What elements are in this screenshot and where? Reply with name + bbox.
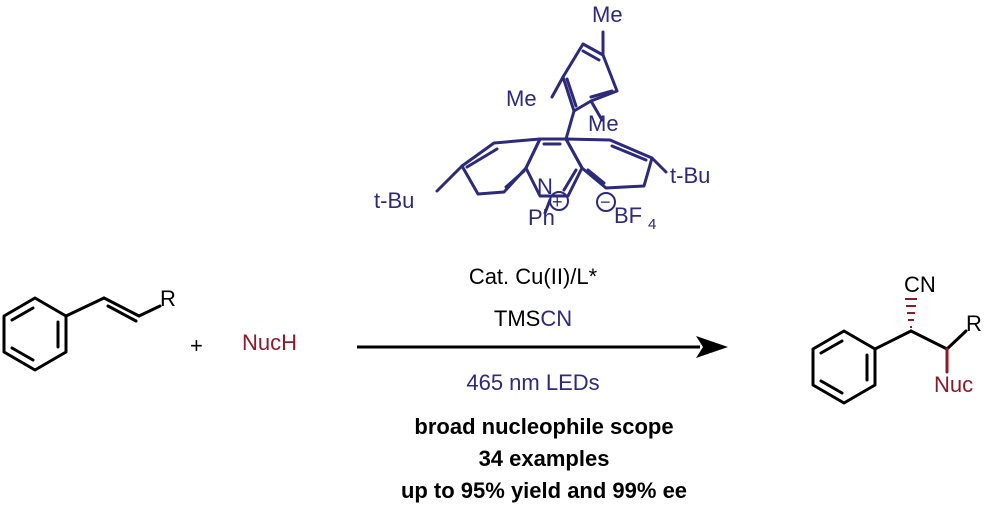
reaction-arrow-head <box>696 336 728 358</box>
phenyl-label: Ph <box>528 205 555 230</box>
negative-charge-label: − <box>600 192 611 212</box>
acridine-core <box>435 137 668 215</box>
positive-charge-label: + <box>552 192 563 212</box>
mesityl-ring <box>550 30 619 122</box>
methyl-left-label: Me <box>506 86 537 111</box>
acridinium-catalyst: Me Me Me t-Bu t-Bu N + Ph − BF 4 <box>374 2 710 233</box>
condition-reagent: TMSCN <box>494 306 572 331</box>
methyl-right-label: Me <box>588 111 619 136</box>
tbu-left-label: t-Bu <box>374 188 414 213</box>
product-cn-label: CN <box>904 272 936 297</box>
alkene-reactant: R <box>2 286 176 372</box>
product: CN R Nuc <box>811 272 982 405</box>
reactant-r-label: R <box>160 286 176 311</box>
positive-charge-circle <box>549 191 569 211</box>
summary-examples: 34 examples <box>479 446 610 471</box>
tms-text: TMS <box>494 306 540 331</box>
condition-catalyst: Cat. Cu(II)/L* <box>469 264 598 289</box>
methyl-top-label: Me <box>592 2 623 27</box>
bf4-subscript: 4 <box>648 216 656 233</box>
summary-yield: up to 95% yield and 99% ee <box>401 478 687 503</box>
tbu-right-label: t-Bu <box>670 163 710 188</box>
product-nuc-label: Nuc <box>934 372 973 397</box>
nitrogen-label: N <box>537 174 553 199</box>
bf4-label: BF <box>614 203 642 228</box>
plus-sign: + <box>190 333 203 358</box>
cn-text: CN <box>540 306 572 331</box>
condition-light: 465 nm LEDs <box>466 370 599 395</box>
product-r-label: R <box>966 311 982 336</box>
summary-scope: broad nucleophile scope <box>414 414 673 439</box>
hashed-wedge <box>905 298 917 328</box>
nucleophile-label: NucH <box>242 330 297 355</box>
negative-charge-circle <box>596 192 616 212</box>
